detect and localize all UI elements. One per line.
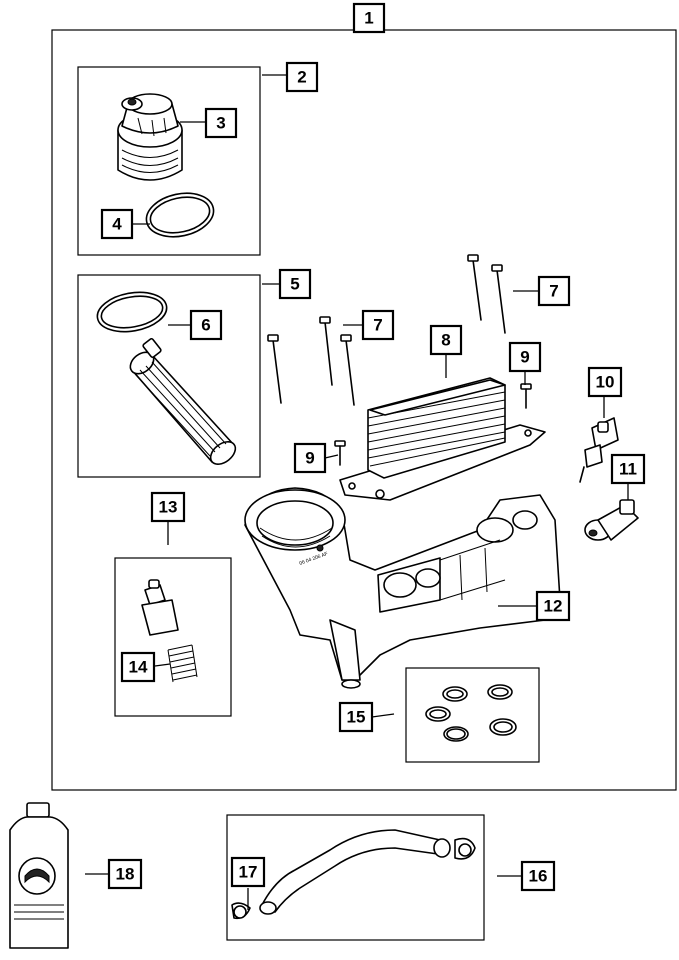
callout-7-right-label: 7 (549, 282, 558, 301)
callout-14-label: 14 (129, 658, 148, 677)
callout-11-label: 11 (619, 460, 637, 479)
callout-15: 15 (338, 701, 374, 733)
callout-9-left: 9 (293, 442, 327, 474)
callout-7-left: 7 (361, 309, 395, 341)
callout-17-label: 17 (239, 863, 258, 882)
callout-4: 4 (100, 208, 134, 240)
callout-5: 5 (278, 268, 312, 300)
oil-filter-cap (117, 93, 183, 181)
cap-group-frame (77, 66, 261, 256)
callout-11: 11 (610, 453, 646, 485)
callout-8-label: 8 (441, 331, 450, 350)
callout-16: 16 (520, 860, 556, 892)
filter-group-frame (77, 274, 261, 478)
valve-spring (141, 579, 198, 683)
callout-2: 2 (285, 61, 319, 93)
callout-16-label: 16 (529, 867, 548, 886)
oil-pressure-sensor (579, 417, 619, 483)
callout-18: 18 (107, 858, 143, 890)
engine-oil-bottle (9, 802, 69, 949)
callout-15-label: 15 (347, 708, 366, 727)
callout-4-label: 4 (112, 215, 122, 234)
seal-kit (425, 684, 517, 742)
callout-10: 10 (587, 366, 623, 398)
callout-3-label: 3 (216, 114, 225, 133)
callout-6-label: 6 (201, 316, 210, 335)
callout-18-label: 18 (116, 865, 135, 884)
bolt-set-right (467, 254, 506, 334)
callout-17: 17 (230, 856, 266, 888)
cap-o-ring (145, 192, 215, 238)
leader-lines (85, 74, 629, 910)
bolt-set-left (267, 316, 355, 406)
oil-filter-housing: 06 04 206 AF (244, 487, 561, 689)
callout-13: 13 (150, 491, 186, 523)
filter-o-ring (96, 291, 168, 333)
screw-left (334, 440, 346, 466)
callout-13-label: 13 (159, 498, 178, 517)
oil-cooler (339, 377, 546, 501)
hose-group-frame (226, 814, 485, 941)
callout-7-right: 7 (537, 275, 571, 307)
screw-right (520, 383, 532, 409)
callout-6: 6 (189, 309, 223, 341)
callout-8: 8 (429, 324, 463, 356)
callout-12: 12 (535, 590, 571, 622)
callout-12-label: 12 (544, 597, 563, 616)
callout-10-label: 10 (596, 373, 615, 392)
callout-9-right-label: 9 (520, 348, 529, 367)
oil-cooler-hose (231, 829, 476, 920)
callout-5-label: 5 (290, 275, 299, 294)
valve-group-frame (114, 557, 232, 717)
oil-filter-element (129, 338, 237, 465)
callout-2-label: 2 (297, 68, 306, 87)
callout-7-left-label: 7 (373, 316, 382, 335)
callout-9-right: 9 (508, 341, 542, 373)
callout-9-left-label: 9 (305, 449, 314, 468)
seal-kit-frame (405, 667, 540, 763)
callout-14: 14 (120, 651, 156, 683)
callout-3: 3 (204, 107, 238, 139)
callout-1: 1 (352, 2, 386, 34)
oil-temp-switch (584, 499, 639, 541)
callout-1-label: 1 (364, 9, 373, 28)
